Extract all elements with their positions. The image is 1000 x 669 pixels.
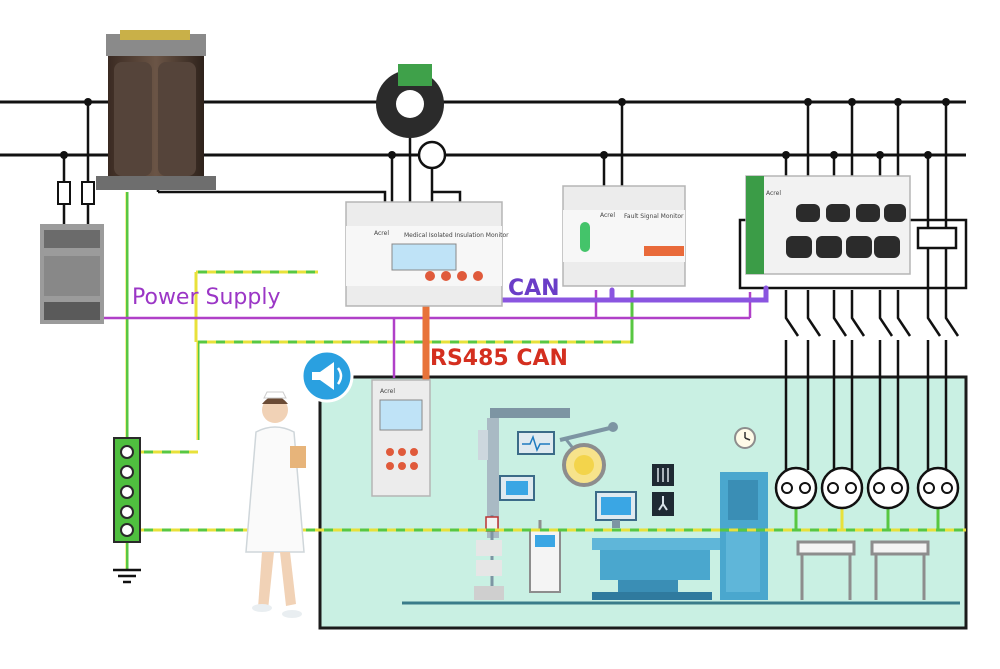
socket-outlets bbox=[774, 466, 960, 510]
fault-alarm-icon bbox=[562, 185, 686, 287]
current-transformer-icon bbox=[376, 64, 447, 170]
remote-alarm-display-icon bbox=[371, 379, 431, 497]
monitor-brand: Acrel bbox=[374, 230, 389, 237]
multi-channel-monitor-icon bbox=[745, 175, 911, 275]
branch-monitor-brand: Acrel bbox=[766, 190, 781, 197]
ground-symbol-icon bbox=[113, 568, 141, 584]
operating-room-icon bbox=[318, 375, 968, 630]
power-supply-label: Power Supply bbox=[132, 285, 281, 310]
speaker-warning-icon bbox=[300, 349, 354, 403]
can-label: CAN bbox=[508, 276, 560, 301]
alarm-brand: Acrel bbox=[600, 212, 615, 219]
rs485-can-label: RS485 CAN bbox=[430, 346, 568, 371]
nurse-icon bbox=[245, 391, 306, 618]
power-supply-module-icon bbox=[40, 224, 104, 324]
monitor-title: Medical Isolated Insulation Monitor bbox=[404, 232, 509, 239]
insulation-monitor-icon bbox=[345, 201, 503, 307]
earth-terminal-bar-icon bbox=[113, 437, 141, 543]
transformer-icon bbox=[96, 30, 216, 190]
remote-display-brand: Acrel bbox=[380, 388, 395, 395]
alarm-title: Fault Signal Monitor bbox=[624, 213, 684, 220]
